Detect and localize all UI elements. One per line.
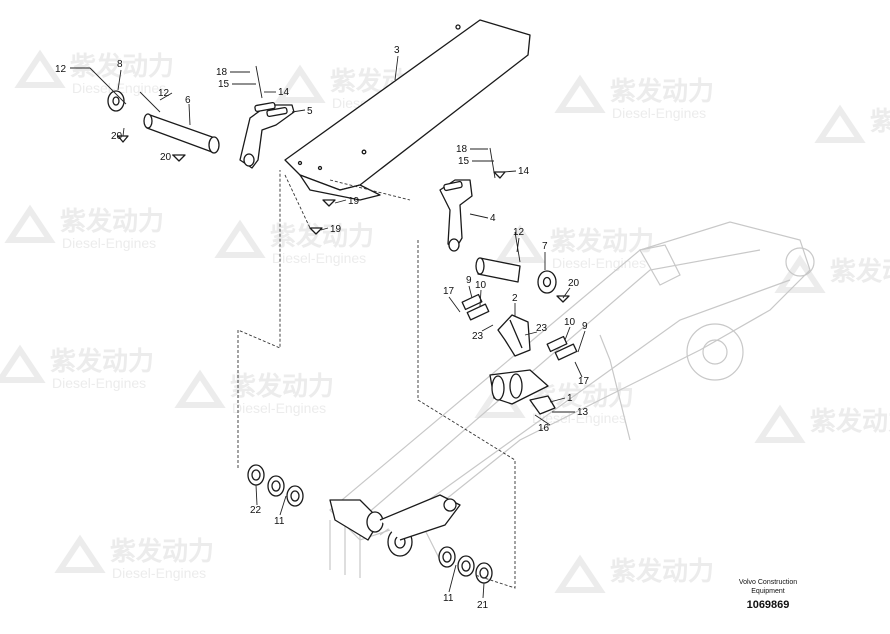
callout-labels: 12 8 12 6 20 20 18 15 14 5 3 19 19 18 15…: [55, 45, 590, 611]
watermark-brand: 紫发动力: [830, 256, 890, 286]
watermark-logo: 紫发动力: [754, 404, 890, 443]
watermark-brand: 紫发动力: [270, 221, 374, 251]
support-2: [497, 314, 531, 357]
callout-18: 18: [216, 67, 228, 78]
watermark-tagline: Diesel-Engines: [72, 80, 166, 96]
document-footer: Volvo Construction Equipment 1069869: [708, 578, 828, 611]
callout-9: 9: [582, 321, 588, 332]
callout-16: 16: [538, 423, 550, 434]
callout-15: 15: [218, 79, 230, 90]
callout-4: 4: [490, 213, 496, 224]
assembly-lines: [237, 170, 516, 589]
watermark-logo: 紫发动力: [554, 554, 714, 593]
watermark-brand: 紫发动力: [50, 346, 154, 376]
watermark-tagline: Diesel-Engines: [612, 105, 706, 121]
watermark-brand: 紫发动力: [60, 206, 164, 236]
callout-23: 23: [472, 331, 484, 342]
watermark-logo: 紫发动力 Diesel-Engines: [54, 534, 214, 581]
callout-17: 17: [443, 286, 455, 297]
callout-21: 21: [477, 600, 489, 611]
callout-8: 8: [117, 59, 123, 70]
bracket-4: [439, 179, 473, 251]
callout-10: 10: [564, 317, 576, 328]
callout-18: 18: [456, 144, 468, 155]
watermark-brand: 紫发动力: [870, 106, 890, 136]
watermark-tagline: Diesel-Engines: [52, 375, 146, 391]
watermark-brand: 紫发动力: [70, 51, 174, 81]
company-name-line2: Equipment: [751, 588, 785, 595]
callout-20: 20: [160, 152, 172, 163]
watermark-brand: 紫发动力: [550, 226, 654, 256]
document-number: 1069869: [746, 599, 790, 611]
watermark-logo: 紫发动力 Diesel-Engines: [554, 74, 714, 121]
callout-19: 19: [348, 196, 360, 207]
pin-6: [146, 114, 216, 153]
callout-7: 7: [542, 241, 548, 252]
watermark-logo: 紫发动力: [774, 254, 890, 293]
company-name-line1: Volvo Construction: [738, 579, 798, 586]
watermark-brand: 紫发动力: [610, 556, 714, 586]
callout-1: 1: [567, 393, 573, 404]
callout-12: 12: [513, 227, 525, 238]
callout-12: 12: [158, 88, 170, 99]
watermark-logo: 紫发动力 Diesel-Engines: [4, 204, 164, 251]
watermark-logo: 紫发动力 Diesel-Engines: [0, 344, 154, 391]
callout-10: 10: [475, 280, 487, 291]
clamp-1: [529, 395, 556, 415]
watermark-logo: 紫发动力 Diesel-Engines: [174, 369, 334, 416]
callout-14: 14: [518, 166, 530, 177]
watermark-tagline: Diesel-Engines: [552, 255, 646, 271]
callout-11: 11: [443, 593, 454, 604]
callout-14: 14: [278, 87, 290, 98]
callout-15: 15: [458, 156, 470, 167]
watermark-tagline: Diesel-Engines: [62, 235, 156, 251]
callout-11: 11: [274, 516, 285, 527]
cover-plate: [284, 19, 531, 191]
callout-9: 9: [466, 275, 472, 286]
leader-lines: [70, 55, 586, 599]
callout-2: 2: [512, 293, 518, 304]
callout-20: 20: [568, 278, 580, 289]
callout-5: 5: [307, 106, 313, 117]
callout-6: 6: [185, 95, 191, 106]
callout-19: 19: [330, 224, 342, 235]
callout-13: 13: [577, 407, 589, 418]
watermark-brand: 紫发动力: [810, 406, 890, 436]
watermark-tagline: Diesel-Engines: [272, 250, 366, 266]
watermark-brand: 紫发动力: [230, 371, 334, 401]
callout-12: 12: [55, 64, 67, 75]
watermark-logo: 紫发动力: [814, 104, 890, 143]
watermark-tagline: Diesel-Engines: [232, 400, 326, 416]
callout-20: 20: [111, 131, 123, 142]
watermark-brand: 紫发动力: [610, 76, 714, 106]
callout-3: 3: [394, 45, 400, 56]
watermark-logo: 紫发动力 Diesel-Engines: [494, 224, 654, 271]
watermark-brand: 紫发动力: [110, 536, 214, 566]
callout-17: 17: [578, 376, 590, 387]
watermark-logo: 紫发动力 Diesel-Engines: [214, 219, 374, 266]
watermark-logo: 紫发动力 Diesel-Engines: [14, 49, 174, 96]
callout-23: 23: [536, 323, 548, 334]
watermark-tagline: Diesel-Engines: [112, 565, 206, 581]
callout-22: 22: [250, 505, 262, 516]
parts-layer: [89, 19, 578, 584]
